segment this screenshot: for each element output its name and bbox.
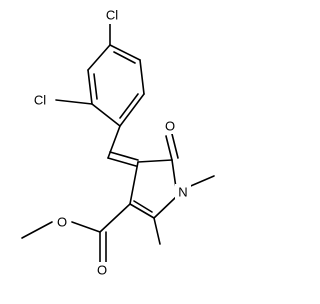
bond-c5-o-double-2 — [171, 133, 179, 159]
bond-ch-c4-double-2 — [109, 151, 139, 161]
ring-bond-c3-c4 — [87, 44, 111, 71]
ring-bond-c2-c3 — [129, 203, 155, 219]
ring-bond-c5-c6 — [139, 59, 145, 95]
bond-o-methyl — [21, 221, 53, 239]
ring-bond-c6-c1 — [119, 93, 145, 127]
ring-double-bond-1 — [93, 73, 98, 100]
ring-double-bond-2 — [113, 51, 136, 64]
bond-c3-ester-c — [99, 203, 131, 233]
bond-ch-c4-double — [107, 157, 137, 167]
ring-bond-c3-c4 — [129, 161, 139, 205]
atom-label-o-ester-single: O — [57, 215, 67, 230]
atom-label-o-ketone: O — [165, 119, 175, 134]
ring-double-bond-3 — [119, 93, 139, 119]
chemical-structure-diagram: Cl Cl O N O O — [21, 8, 215, 278]
bond-c2-cl — [55, 99, 93, 105]
bond-c5-o-double-1 — [165, 135, 173, 161]
benzene-ring — [87, 44, 145, 127]
pyrrolone-ring — [129, 159, 177, 219]
bond-ester-c-o-single — [71, 221, 101, 233]
structure-canvas: Cl Cl O N O O — [21, 7, 215, 278]
ring-bond-c2-c3 — [87, 69, 93, 105]
bond-c2-methyl — [153, 217, 161, 245]
atom-label-o-ester-double: O — [97, 263, 107, 278]
ring-bond-c4-c5 — [109, 44, 141, 61]
ring-bond-n1-c2 — [153, 196, 177, 219]
atom-label-cl-top: Cl — [106, 8, 118, 23]
ring-bond-c1-c2 — [91, 103, 121, 127]
ring-bond-c4-c5 — [137, 159, 173, 163]
ring-bond-c2-c3-double — [133, 200, 153, 213]
atom-label-n: N — [178, 185, 187, 200]
ring-bond-c5-n1 — [171, 159, 177, 189]
atom-label-cl-left: Cl — [34, 93, 46, 108]
